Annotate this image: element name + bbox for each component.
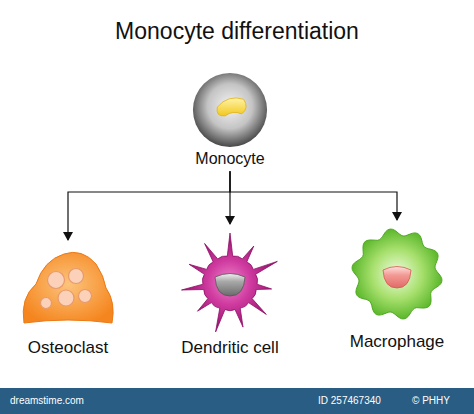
image-id: ID 257467340 <box>318 395 381 406</box>
copyright: © PHHY <box>412 395 450 406</box>
cell-label: Macrophage <box>346 332 449 352</box>
macrophage-cell-shape <box>349 226 445 322</box>
dendritic-cell: Dendritic cell <box>171 230 289 358</box>
dendritic-cell-outline <box>171 230 289 336</box>
diagram-title: Monocyte differentiation <box>0 18 474 45</box>
macrophage-cell-outline <box>349 226 445 322</box>
monocyte-cell: Monocyte <box>191 71 269 168</box>
macrophage-cell: Macrophage <box>346 226 449 352</box>
watermark: dreamstime.com <box>10 395 84 406</box>
dendritic-cell-shape <box>171 230 289 336</box>
arrow-connector <box>230 171 397 220</box>
cell-label: Osteoclast <box>20 338 116 358</box>
cell-label: Monocyte <box>191 149 269 168</box>
osteoclast-cell-shape <box>20 246 116 326</box>
osteoclast-cell: Osteoclast <box>20 246 116 358</box>
osteoclast-cell-outline <box>20 246 116 326</box>
monocyte-cell-outline <box>191 71 269 149</box>
monocyte-cell-shape <box>191 71 269 149</box>
arrow-connector <box>68 171 230 240</box>
cell-label: Dendritic cell <box>171 338 289 358</box>
